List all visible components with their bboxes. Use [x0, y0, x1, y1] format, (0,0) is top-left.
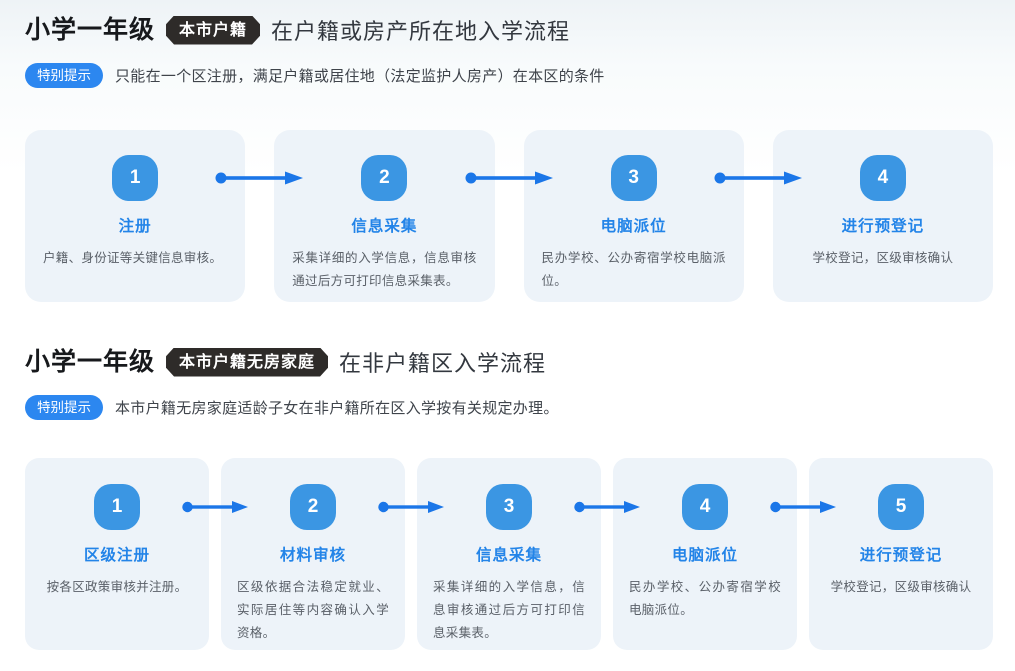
household-type-badge: 本市户籍无房家庭 [166, 348, 328, 377]
step-description: 户籍、身份证等关键信息审核。 [43, 251, 223, 265]
step-number-badge: 2 [290, 484, 336, 530]
step-title: 信息采集 [475, 547, 542, 564]
step-card: 3 电脑派位 民办学校、公办寄宿学校电脑派位。 [523, 130, 802, 302]
step-card: 5 进行预登记 学校登记，区级审核确认 [809, 458, 993, 650]
step-description: 民办学校、公办寄宿学校电脑派位。 [629, 580, 781, 618]
section-2-tip: 特别提示 本市户籍无房家庭适龄子女在非户籍所在区入学按有关规定办理。 [25, 395, 993, 420]
step-description: 采集详细的入学信息，信息审核通过后方可打印信息采集表。 [433, 580, 585, 641]
step-card: 3 信息采集 采集详细的入学信息，信息审核通过后方可打印信息采集表。 [417, 458, 640, 650]
step-number-badge: 2 [361, 155, 408, 201]
step-title: 区级注册 [83, 547, 150, 564]
section-title-grade: 小学一年级 [25, 16, 156, 44]
section-1-tip: 特别提示 只能在一个区注册，满足户籍或居住地（法定监护人房产）在本区的条件 [25, 63, 993, 88]
step-card: 2 材料审核 区级依据合法稳定就业、实际居住等内容确认入学资格。 [221, 458, 444, 650]
section-title-rest: 在非户籍区入学流程 [339, 351, 547, 376]
section-title-grade: 小学一年级 [25, 348, 156, 376]
section-1-header: 小学一年级 本市户籍 在户籍或房产所在地入学流程 [25, 14, 993, 46]
step-title: 电脑派位 [600, 218, 667, 235]
tip-text: 只能在一个区注册，满足户籍或居住地（法定监护人房产）在本区的条件 [115, 68, 605, 85]
step-title: 材料审核 [279, 547, 346, 564]
step-description: 学校登记，区级审核确认 [812, 251, 954, 265]
section-2-steps: 1 区级注册 按各区政策审核并注册。 2 材料审核 区级依据合法稳定就业、实际居… [25, 458, 993, 650]
section-1-steps: 1 注册 户籍、身份证等关键信息审核。 2 信息采集 采集详细的入学信息，信息审… [25, 130, 993, 302]
step-card: 2 信息采集 采集详细的入学信息，信息审核通过后方可打印信息采集表。 [274, 130, 553, 302]
step-description: 区级依据合法稳定就业、实际居住等内容确认入学资格。 [237, 580, 389, 641]
step-number-badge: 1 [112, 155, 159, 201]
step-card: 4 进行预登记 学校登记，区级审核确认 [772, 130, 993, 302]
step-card: 1 区级注册 按各区政策审核并注册。 [25, 458, 248, 650]
step-title: 注册 [118, 218, 152, 235]
step-description: 学校登记，区级审核确认 [830, 580, 972, 594]
tip-badge: 特别提示 [25, 63, 103, 88]
section-title-rest: 在户籍或房产所在地入学流程 [271, 19, 571, 44]
step-title: 进行预登记 [859, 547, 943, 564]
step-card: 1 注册 户籍、身份证等关键信息审核。 [25, 130, 304, 302]
step-card: 4 电脑派位 民办学校、公办寄宿学校电脑派位。 [613, 458, 836, 650]
step-title: 进行预登记 [841, 218, 925, 235]
step-title: 信息采集 [351, 218, 418, 235]
step-number-badge: 4 [859, 155, 906, 201]
step-number-badge: 5 [878, 484, 924, 530]
tip-badge: 特别提示 [25, 395, 103, 420]
step-number-badge: 4 [682, 484, 728, 530]
section-2-header: 小学一年级 本市户籍无房家庭 在非户籍区入学流程 [25, 346, 993, 378]
step-description: 采集详细的入学信息，信息审核通过后方可打印信息采集表。 [292, 251, 477, 289]
tip-text: 本市户籍无房家庭适龄子女在非户籍所在区入学按有关规定办理。 [115, 400, 559, 417]
step-title: 电脑派位 [671, 547, 738, 564]
step-description: 民办学校、公办寄宿学校电脑派位。 [541, 251, 726, 289]
step-number-badge: 3 [486, 484, 532, 530]
step-number-badge: 3 [610, 155, 657, 201]
household-type-badge: 本市户籍 [166, 16, 260, 45]
step-number-badge: 1 [94, 484, 140, 530]
step-description: 按各区政策审核并注册。 [46, 580, 188, 594]
